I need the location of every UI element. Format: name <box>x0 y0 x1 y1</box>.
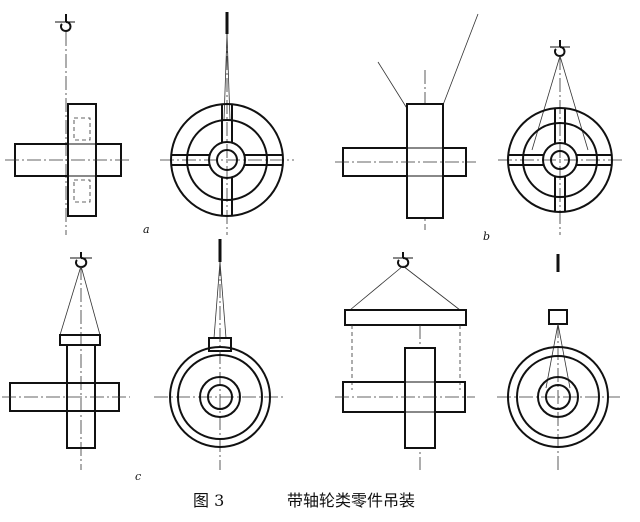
panel-a-label: a <box>143 223 150 236</box>
hub <box>208 141 246 179</box>
panel-d-side-view <box>335 252 475 470</box>
panel-c-label: c <box>135 470 141 483</box>
shaft-section <box>545 384 571 410</box>
wheel-rim <box>169 346 271 448</box>
shaft-section <box>207 384 233 410</box>
lifting-hook-icon <box>397 252 410 269</box>
panel-b-front-view <box>498 40 622 235</box>
caption-title: 带轴轮类零件吊装 <box>287 491 415 510</box>
lifting-hook-icon <box>60 14 72 33</box>
panel-b: b <box>335 13 622 243</box>
shaft-section <box>550 150 570 170</box>
panel-a: a <box>5 12 294 236</box>
panel-c-front-view <box>154 239 285 470</box>
panel-a-front-view <box>160 12 294 235</box>
top-collar <box>59 334 101 346</box>
panel-b-label: b <box>483 230 490 243</box>
panel-d-front-view <box>497 254 620 470</box>
shaft-section <box>216 149 238 171</box>
caption-number: 图 3 <box>193 491 224 510</box>
lifting-block <box>548 309 568 325</box>
wheel-body <box>406 103 444 219</box>
hub <box>542 142 578 178</box>
wheel-rim <box>507 346 609 448</box>
panel-a-side-view <box>5 14 132 235</box>
lifting-hook-icon <box>554 40 566 58</box>
wheel-body <box>404 347 436 449</box>
panel-b-side-view <box>335 13 479 230</box>
hub <box>199 376 241 418</box>
lifting-hook-icon <box>75 252 88 269</box>
panel-c-side-view <box>2 252 130 470</box>
spreader-beam <box>344 309 467 326</box>
panel-c: c <box>2 239 285 483</box>
hub <box>537 376 579 418</box>
panel-d <box>335 252 620 470</box>
wheel-rim <box>507 107 613 213</box>
wheel-rim <box>170 103 284 217</box>
